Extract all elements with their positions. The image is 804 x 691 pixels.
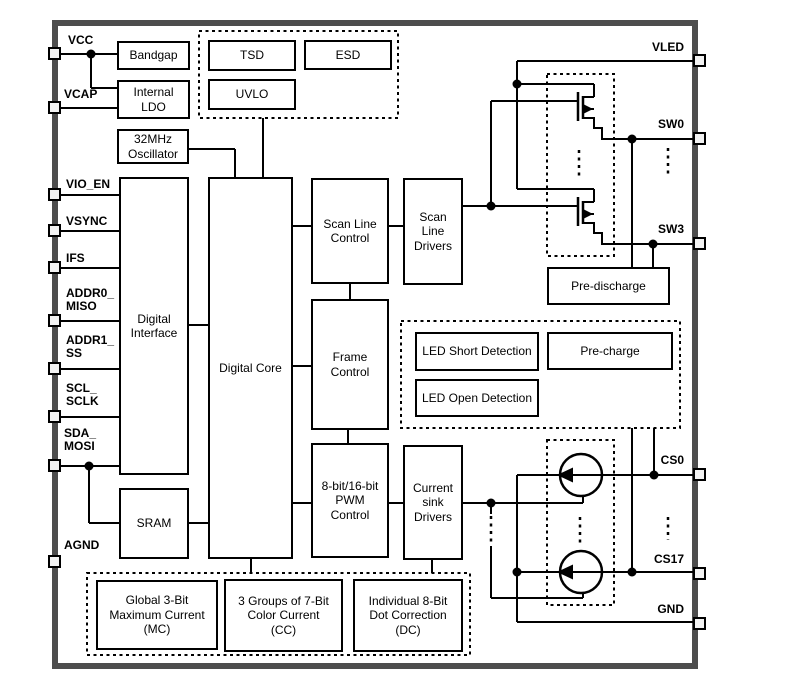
pin-label-scl-sclk: SCL_ SCLK [66, 381, 99, 408]
pin-pad-addr0-miso [48, 314, 61, 327]
chip-outline [52, 20, 698, 669]
block-digital-core: Digital Core [208, 177, 293, 559]
block-dot-correction: Individual 8-Bit Dot Correction (DC) [353, 579, 463, 652]
core-wiring [250, 225, 433, 573]
detection-group-box [400, 320, 681, 429]
pin-label-agnd: AGND [64, 538, 100, 552]
block-pre-charge: Pre-charge [547, 332, 673, 370]
pin-label-ifs: IFS [66, 251, 85, 265]
block-current-sink-drivers: Current sink Drivers [403, 445, 463, 560]
pin-label-sda-mosi: SDA_ MOSI [64, 426, 97, 453]
pin-pad-sw3 [693, 237, 706, 250]
block-led-short-detection: LED Short Detection [415, 332, 539, 371]
block-scan-line-control: Scan Line Control [311, 178, 389, 284]
current-source-group-box [546, 439, 615, 606]
pin-pad-vsync [48, 224, 61, 237]
pin-pad-addr1-ss [48, 362, 61, 375]
pin-label-addr1-ss: ADDR1_ SS [66, 333, 115, 360]
block-led-open-detection: LED Open Detection [415, 379, 539, 417]
current-source-icon [557, 452, 604, 498]
pin-label-vio-en: VIO_EN [66, 177, 111, 191]
block-scan-line-drivers: Scan Line Drivers [403, 178, 463, 285]
pin-pad-vled [693, 54, 706, 67]
pin-label-addr0-miso: ADDR0_ MISO [66, 286, 115, 313]
pin-pad-cs0 [693, 468, 706, 481]
pin-pad-vcc [48, 47, 61, 60]
block-bandgap: Bandgap [117, 41, 190, 70]
pin-pad-vio-en [48, 188, 61, 201]
pin-label-cs0: CS0 [660, 453, 684, 467]
pin-pad-scl-sclk [48, 410, 61, 423]
pin-label-vsync: VSYNC [66, 214, 108, 228]
block-digital-interface: Digital Interface [119, 177, 189, 475]
dashed-group-boxes [86, 30, 681, 656]
block-color-current: 3 Groups of 7-Bit Color Current (CC) [224, 579, 343, 652]
pmos-transistor-icon [576, 92, 594, 121]
scan-switch-group-box [546, 73, 615, 257]
pin-label-vcap: VCAP [64, 87, 98, 101]
block-esd: ESD [304, 40, 392, 70]
current-sink-section [463, 428, 693, 623]
pin-pad-agnd [48, 555, 61, 568]
block-pre-discharge: Pre-discharge [547, 267, 670, 305]
protection-group-box [198, 30, 399, 119]
pin-label-sw0: SW0 [657, 117, 684, 131]
block-frame-control: Frame Control [311, 299, 389, 430]
pin-label-vled: VLED [651, 40, 684, 54]
block-tsd: TSD [208, 40, 296, 71]
current-source-icon [557, 549, 604, 595]
block-internal-ldo: Internal LDO [117, 80, 190, 119]
pin-pad-cs17 [693, 567, 706, 580]
pin-pad-gnd [693, 617, 706, 630]
pin-pad-vcap [48, 101, 61, 114]
block-pwm-control: 8-bit/16-bit PWM Control [311, 443, 389, 558]
pmos-transistor-icon [576, 197, 594, 226]
block-sram: SRAM [119, 488, 189, 559]
junction-dots [84, 49, 659, 577]
current-setting-group-box [86, 572, 471, 656]
pin-pad-sw0 [693, 132, 706, 145]
block-max-current: Global 3-Bit Maximum Current (MC) [96, 580, 218, 650]
pin-pad-ifs [48, 261, 61, 274]
pin-label-gnd: GND [657, 602, 684, 616]
scan-switch-section [463, 60, 693, 267]
block-uvlo: UVLO [208, 79, 296, 110]
pin-label-vcc: VCC [68, 33, 94, 47]
pin-label-cs17: CS17 [653, 552, 684, 566]
block-oscillator: 32MHz Oscillator [117, 129, 189, 164]
pin-pad-sda-mosi [48, 459, 61, 472]
pin-label-sw3: SW3 [657, 222, 684, 236]
